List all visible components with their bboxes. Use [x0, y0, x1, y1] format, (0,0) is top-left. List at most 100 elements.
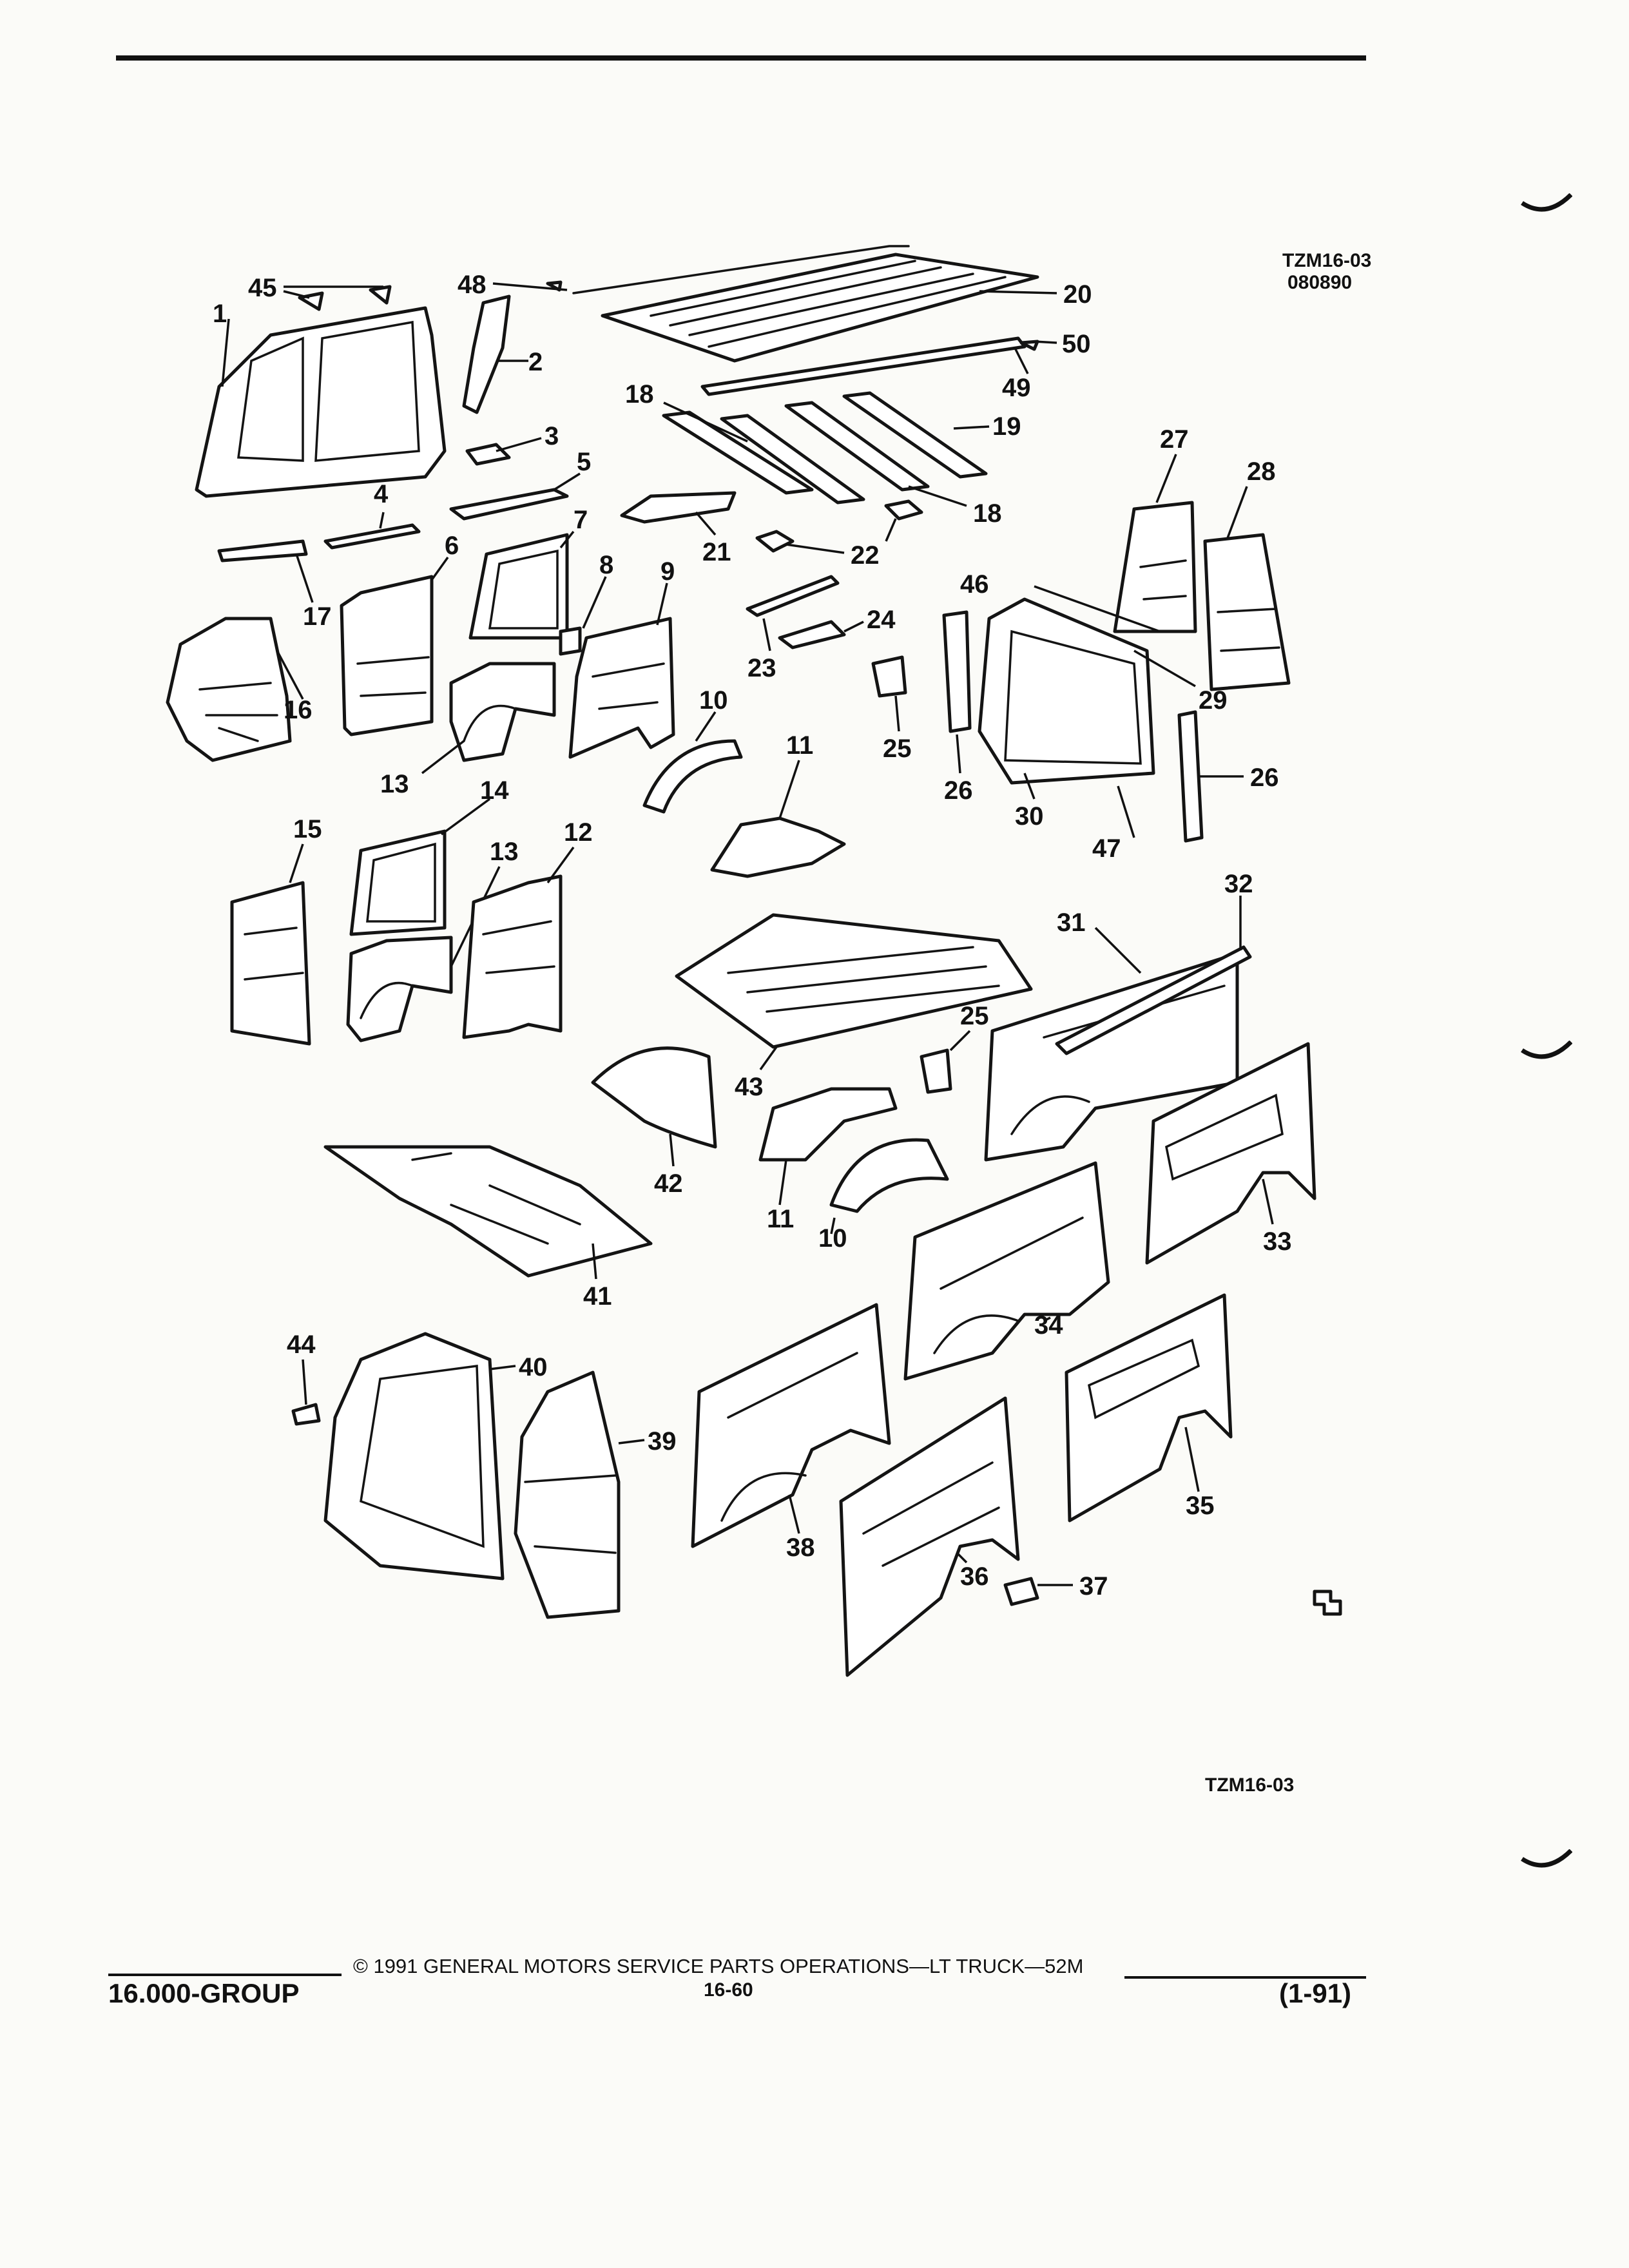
pillar-26b [1177, 710, 1204, 843]
footer-page-number: 16-60 [704, 1979, 753, 2001]
callout-25a: 25 [883, 735, 912, 763]
wheelhouse-42 [591, 1046, 717, 1149]
bracket-8 [559, 626, 582, 656]
roof-bows [662, 391, 988, 505]
callout-45: 45 [248, 274, 277, 302]
callout-47: 47 [1092, 834, 1121, 863]
outer-panel-35 [1065, 1293, 1233, 1523]
bracket-37 [1003, 1577, 1039, 1606]
sill-17 [217, 539, 308, 562]
callout-14: 14 [480, 776, 509, 805]
callout-50: 50 [1062, 330, 1091, 358]
callout-10b: 10 [818, 1224, 847, 1253]
bracket-3 [465, 443, 511, 466]
callout-30: 30 [1015, 802, 1044, 831]
housing-11b [758, 1087, 898, 1162]
rear-opening-frame [978, 597, 1155, 785]
callout-1: 1 [213, 300, 227, 328]
door-6 [340, 575, 434, 736]
inner-panel-38 [691, 1303, 891, 1548]
callout-5: 5 [577, 448, 591, 476]
wheelhouse-10b [829, 1138, 949, 1213]
callout-9: 9 [660, 557, 675, 586]
callout-11a: 11 [786, 731, 813, 760]
footer-copyright: © 1991 GENERAL MOTORS SERVICE PARTS OPER… [353, 1955, 1084, 1977]
outer-panel-33 [1145, 1042, 1316, 1265]
callout-41: 41 [583, 1282, 612, 1311]
door-inner-16 [166, 617, 292, 762]
binder-mark-middle-icon [1521, 1041, 1572, 1059]
rail-32 [1055, 945, 1252, 1055]
callout-27: 27 [1160, 425, 1189, 454]
callout-8: 8 [599, 551, 613, 579]
callout-29: 29 [1199, 686, 1228, 715]
housing-11a [710, 816, 846, 878]
bracket-25a [871, 655, 907, 698]
callout-35: 35 [1186, 1492, 1215, 1520]
callout-13b: 13 [490, 838, 519, 866]
callout-11b: 11 [767, 1205, 794, 1233]
footer-group: 16.000-GROUP [108, 1978, 300, 2008]
callout-labels: 1 2 3 4 5 6 7 8 9 10 10 10 11 11 11 12 1… [213, 271, 1292, 1600]
quarter-panel-13b [346, 936, 453, 1043]
top-rule [116, 55, 1366, 61]
brace-23 [746, 575, 840, 617]
rear-door-27 [1113, 501, 1197, 633]
rail-5 [449, 488, 569, 521]
binder-mark-top-icon [1521, 193, 1572, 212]
outer-panel-36 [839, 1396, 1020, 1677]
inner-panel-34 [903, 1161, 1110, 1381]
callout-36: 36 [960, 1562, 989, 1591]
clip-50 [1019, 340, 1039, 351]
callout-22: 22 [851, 541, 880, 570]
callout-19: 19 [992, 412, 1021, 441]
drawing-code-top: TZM16-03 [1282, 250, 1371, 271]
drawing-code-bottom: TZM16-03 [1205, 1774, 1294, 1796]
callout-2: 2 [528, 348, 543, 376]
callout-31: 31 [1057, 908, 1086, 937]
footer-rule-right [1124, 1976, 1366, 1979]
pillar-26a [942, 610, 972, 733]
callout-12: 12 [564, 818, 593, 847]
callout-7: 7 [574, 506, 588, 534]
bracket-25b [920, 1048, 952, 1094]
wheelhouse-10a [642, 739, 743, 814]
door-inner-15 [230, 881, 311, 1046]
front-door-39 [514, 1370, 621, 1619]
pillar-2 [462, 294, 511, 414]
callout-4: 4 [374, 480, 389, 508]
callout-32: 32 [1224, 870, 1253, 898]
callout-21: 21 [702, 538, 731, 566]
window-frame-14 [349, 829, 447, 936]
clip-45b [369, 285, 392, 305]
callout-26a: 26 [944, 776, 973, 805]
callout-10a: 10 [699, 686, 728, 715]
callout-28: 28 [1247, 457, 1276, 486]
callout-40: 40 [519, 1353, 548, 1381]
callout-16: 16 [284, 696, 313, 724]
callout-38: 38 [786, 1533, 815, 1562]
callout-33: 33 [1263, 1227, 1292, 1256]
callout-49: 49 [1002, 374, 1031, 402]
inner-panel-12 [462, 874, 563, 1039]
brace-21 [620, 491, 737, 524]
callout-42: 42 [654, 1169, 683, 1198]
window-frame-7 [468, 533, 569, 640]
callout-17: 17 [303, 602, 332, 631]
callout-3: 3 [545, 422, 559, 450]
clip-48 [546, 280, 563, 292]
roof-panel [572, 245, 1039, 363]
callout-6: 6 [445, 532, 459, 560]
callout-39: 39 [648, 1427, 677, 1456]
footer-revision: (1-91) [1279, 1978, 1352, 2008]
callout-48: 48 [458, 271, 487, 299]
side-frame-1 [195, 306, 447, 498]
callout-26b: 26 [1250, 764, 1279, 792]
bracket-22a [755, 530, 795, 553]
door-frame-40 [323, 1332, 505, 1581]
callout-18a: 18 [625, 380, 654, 408]
inner-panel-9 [568, 617, 675, 759]
rear-door-28 [1203, 533, 1291, 691]
callout-37: 37 [1079, 1572, 1108, 1600]
